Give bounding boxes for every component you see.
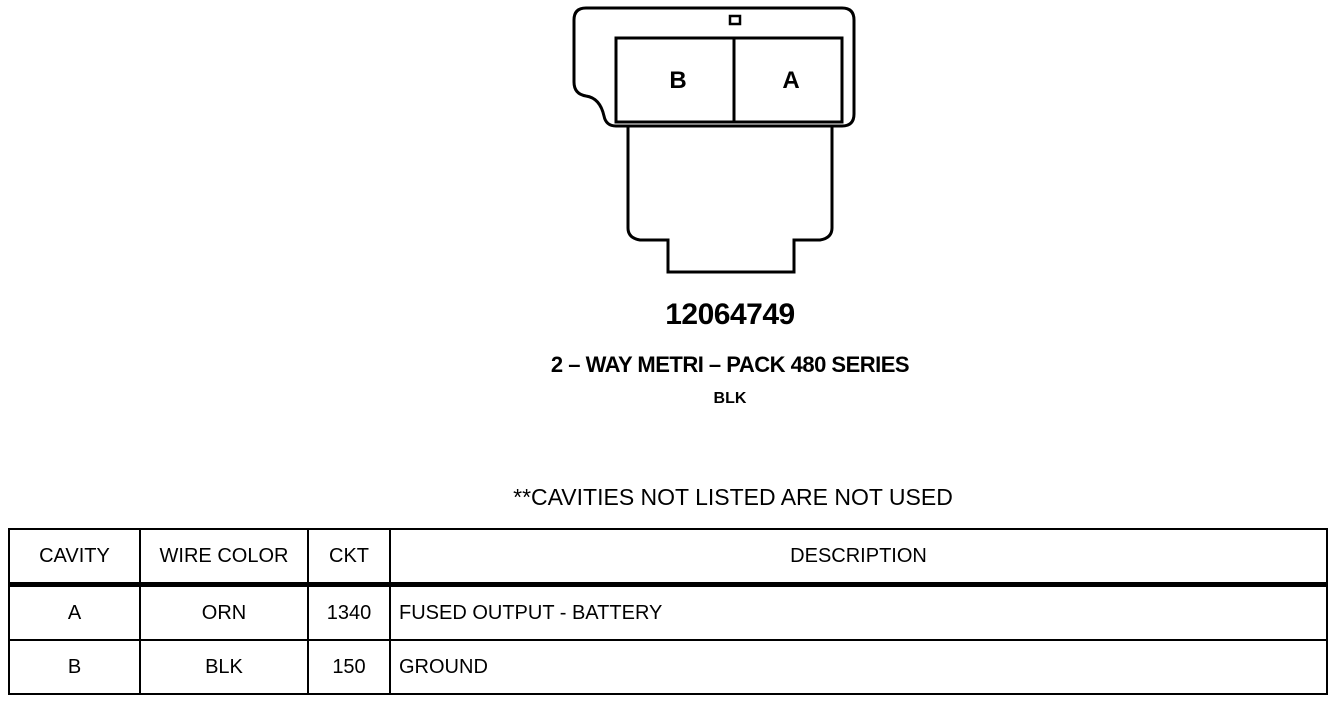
cell-ckt: 150 <box>307 639 391 695</box>
cavity-label-b: B <box>669 67 686 94</box>
connector-face-diagram: B A <box>572 6 856 274</box>
header-wire-color: WIRE COLOR <box>139 528 309 587</box>
cell-cavity: A <box>8 583 141 641</box>
part-number: 12064749 <box>665 298 795 331</box>
unused-cavities-note: **CAVITIES NOT LISTED ARE NOT USED <box>513 484 953 510</box>
cell-wire-color: BLK <box>139 639 309 695</box>
cavity-face <box>614 36 844 124</box>
header-description: DESCRIPTION <box>389 528 1328 587</box>
cell-description: GROUND <box>389 639 1328 695</box>
table-row: B BLK 150 GROUND <box>8 639 1328 695</box>
cavity-label-a: A <box>782 67 799 94</box>
table-header-row: CAVITY WIRE COLOR CKT DESCRIPTION <box>8 528 1328 587</box>
cavity-table: CAVITY WIRE COLOR CKT DESCRIPTION A ORN … <box>8 528 1328 695</box>
latch-indicator <box>728 14 742 26</box>
header-cavity: CAVITY <box>8 528 141 587</box>
cell-wire-color: ORN <box>139 583 309 641</box>
connector-body-outline <box>626 126 834 274</box>
connector-name: 2 – WAY METRI – PACK 480 SERIES <box>550 352 910 377</box>
connector-shroud-outline <box>572 6 856 128</box>
cell-cavity: B <box>8 639 141 695</box>
connector-color: BLK <box>713 390 747 407</box>
table-row: A ORN 1340 FUSED OUTPUT - BATTERY <box>8 583 1328 641</box>
cell-description: FUSED OUTPUT - BATTERY <box>389 583 1328 641</box>
cell-ckt: 1340 <box>307 583 391 641</box>
header-ckt: CKT <box>307 528 391 587</box>
